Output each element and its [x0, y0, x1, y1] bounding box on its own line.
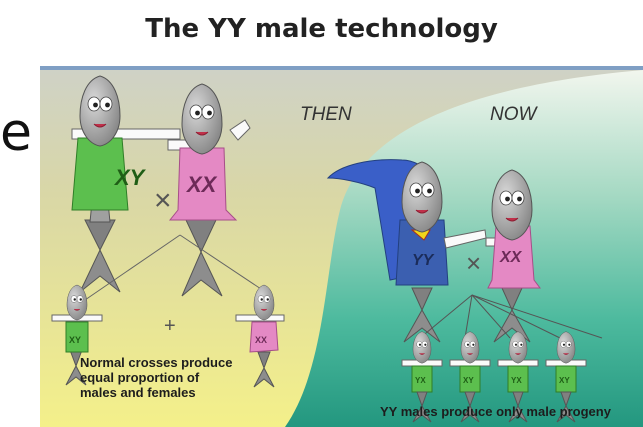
plus-symbol: +	[164, 315, 176, 337]
cross-symbol-then: ×	[154, 184, 172, 217]
then-lineage-lines	[84, 234, 271, 301]
progeny-label-2: XY	[463, 376, 474, 385]
left-caption-line-1: Normal crosses produce	[80, 355, 233, 370]
offspring-female-label: XX	[255, 335, 267, 345]
now-lineage-lines	[419, 294, 603, 339]
progeny-label-1: YX	[415, 376, 426, 385]
left-caption-line-3: males and females	[80, 385, 196, 400]
diagram-scene: XY XX × XY XX + YY XX	[40, 70, 643, 427]
female-chromosome-label: XX	[185, 172, 218, 197]
male-chromosome-label: XY	[113, 165, 147, 190]
cross-symbol-now: ×	[466, 248, 481, 278]
yy-male-fish	[326, 159, 487, 343]
male-offspring-fish	[51, 284, 103, 386]
male-progeny-3	[497, 331, 539, 423]
female-fish-parent	[167, 83, 251, 297]
now-header: NOW	[490, 104, 537, 125]
female-offspring-fish	[235, 284, 285, 388]
progeny-label-3: YX	[511, 376, 522, 385]
right-caption: YY males produce only male progeny	[380, 404, 611, 419]
offspring-male-label: XY	[69, 335, 81, 345]
then-header: THEN	[300, 104, 352, 125]
page-title: The YY male technology	[145, 14, 498, 44]
progeny-label-4: XY	[559, 376, 570, 385]
left-caption-line-2: equal proportion of	[80, 370, 200, 385]
cropped-letter: e	[0, 103, 32, 163]
male-fish-parent	[71, 75, 181, 293]
female-now-label: XX	[499, 249, 523, 266]
yy-chromosome-label: YY	[412, 252, 435, 269]
male-progeny-2	[449, 331, 491, 423]
now-background	[285, 70, 643, 427]
male-progeny-1	[401, 331, 443, 423]
left-caption: Normal crosses produce equal proportion …	[80, 355, 280, 400]
title-divider	[40, 66, 643, 70]
male-progeny-4	[545, 331, 587, 423]
